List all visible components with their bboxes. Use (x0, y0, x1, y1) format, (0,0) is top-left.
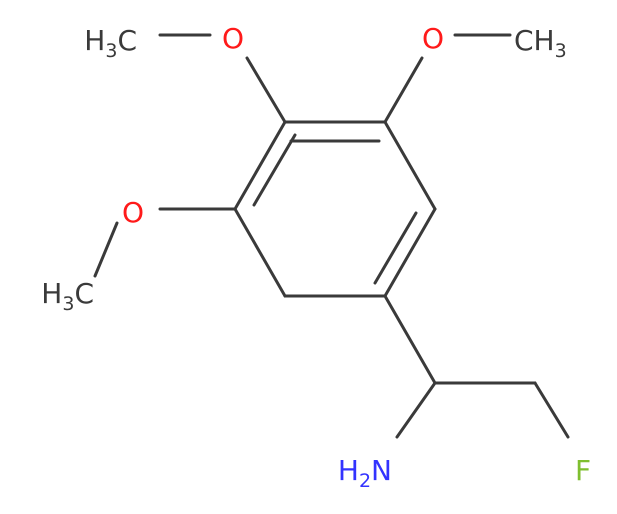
ring-inner-bond (373, 211, 418, 285)
oxygen-label: O (222, 22, 244, 55)
bond-c-n (395, 381, 437, 439)
ring-bond (383, 120, 437, 211)
bond-c-f (533, 381, 570, 439)
bond-o-ch3 (93, 221, 119, 278)
methyl-label: H3C (84, 24, 137, 62)
ring-inner-bond (252, 133, 297, 207)
oxygen-label: O (122, 196, 144, 229)
fluorine-label: F (575, 454, 591, 487)
bond-ring-c (383, 294, 437, 385)
ring-bond (233, 207, 287, 298)
oxygen-label: O (422, 22, 444, 55)
ring-bond (383, 207, 437, 298)
ring-bond (233, 120, 287, 211)
bonds (93, 33, 570, 439)
methyl-label: H3C (41, 277, 94, 315)
amine-label: H2N (338, 454, 392, 492)
bond-c-o (245, 56, 287, 124)
bond-c-o (383, 56, 424, 124)
methyl-label: CH3 (514, 24, 567, 62)
